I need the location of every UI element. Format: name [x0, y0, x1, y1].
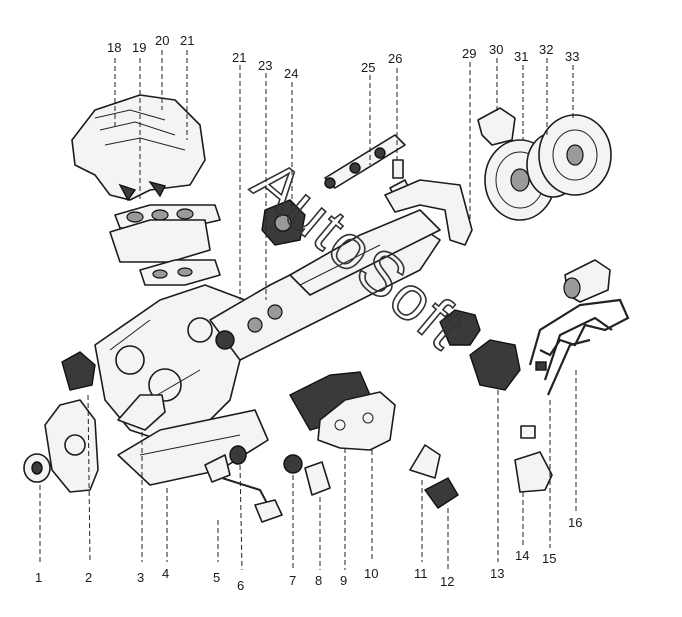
distributor [439, 309, 521, 391]
callout-20: 21 [180, 33, 194, 48]
callout-5: 5 [213, 570, 220, 585]
clutch-assembly [477, 107, 612, 221]
callout-29: 29 [462, 46, 476, 61]
manifold-gaskets [109, 204, 221, 286]
ignition-module [514, 451, 553, 493]
leader-lines [39, 50, 577, 571]
callout-26: 26 [388, 51, 402, 66]
oil-filter [283, 454, 331, 496]
oil-pickup [204, 445, 283, 523]
timing-cover [44, 351, 99, 493]
callout-9: 9 [340, 573, 347, 588]
callout-32: 32 [539, 42, 553, 57]
crankshaft [117, 394, 166, 431]
exhaust-manifolds [289, 371, 396, 451]
mounting-brackets [409, 444, 459, 509]
callout-25: 25 [361, 60, 375, 75]
intake-manifold [71, 94, 206, 202]
callout-labels: 18 19 20 21 21 23 24 25 26 29 30 31 32 3… [35, 33, 582, 593]
oil-pan [117, 409, 269, 486]
callout-17: 18 [107, 40, 121, 55]
callout-30: 30 [489, 42, 503, 57]
fuel-rail [324, 134, 413, 204]
callout-18: 19 [132, 40, 146, 55]
callout-14: 14 [515, 548, 529, 563]
callout-33: 33 [565, 49, 579, 64]
callout-24: 24 [284, 66, 298, 81]
cylinder-head [209, 209, 441, 361]
callout-7: 7 [289, 573, 296, 588]
starter-motor [563, 259, 611, 303]
callout-3: 3 [137, 570, 144, 585]
callout-21: 21 [232, 50, 246, 65]
callout-19: 20 [155, 33, 169, 48]
callout-10: 10 [364, 566, 378, 581]
engine-parts [23, 94, 630, 523]
callout-4: 4 [162, 566, 169, 581]
callout-23: 23 [258, 58, 272, 73]
ignition-wires [520, 298, 630, 439]
callout-1: 1 [35, 570, 42, 585]
callout-13: 13 [490, 566, 504, 581]
throttle-body [261, 199, 306, 246]
callout-6: 6 [237, 578, 244, 593]
exhaust-bracket [384, 179, 473, 246]
crank-pulley [23, 453, 51, 483]
callout-11: 11 [414, 566, 428, 581]
callout-8: 8 [315, 573, 322, 588]
callout-31: 31 [514, 49, 528, 64]
callout-15: 15 [542, 551, 556, 566]
callout-12: 12 [440, 574, 454, 589]
callout-16: 16 [568, 515, 582, 530]
callout-2: 2 [85, 570, 92, 585]
